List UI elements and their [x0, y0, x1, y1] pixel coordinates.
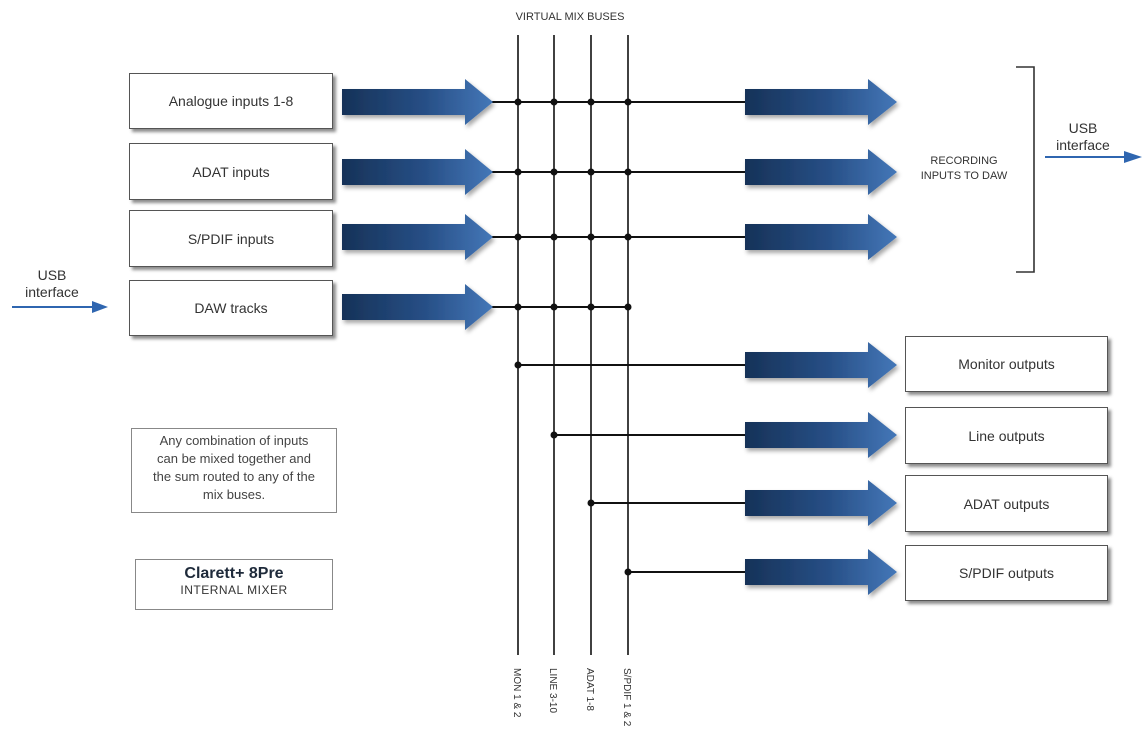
- note-line1: Any combination of inputs: [159, 433, 309, 448]
- junction-dot: [587, 168, 595, 176]
- junction-dot: [550, 233, 558, 241]
- recording-line1: RECORDING: [930, 155, 998, 167]
- recording-arrows: [745, 79, 897, 260]
- junction-dot: [550, 98, 558, 106]
- arrow-rec-1: [745, 79, 897, 125]
- output-box-spdif: S/PDIF outputs: [905, 545, 1108, 601]
- usb-out-line2: interface: [1056, 137, 1110, 153]
- junction-dot: [514, 303, 522, 311]
- junction-dot: [624, 168, 632, 176]
- input-box-spdif: S/PDIF inputs: [129, 210, 333, 267]
- usb-in-line1: USB: [37, 267, 67, 283]
- mixing-note: Any combination of inputs can be mixed t…: [131, 428, 337, 513]
- product-subtitle: INTERNAL MIXER: [180, 583, 288, 597]
- bus-label-adat: ADAT 1-8: [584, 668, 595, 711]
- arrow-adat-in: [342, 149, 493, 195]
- product-label: Clarett+ 8Pre INTERNAL MIXER: [135, 559, 333, 610]
- junction-dot: [624, 303, 632, 311]
- junction-dot: [514, 233, 522, 241]
- usb-in-label: USB interface: [12, 267, 92, 301]
- junction-dot: [587, 303, 595, 311]
- output-box-monitor: Monitor outputs: [905, 336, 1108, 392]
- input-arrows: [342, 79, 493, 330]
- junction-dot: [550, 168, 558, 176]
- usb-out-arrow: [1045, 151, 1142, 163]
- junction-dot: [587, 233, 595, 241]
- arrow-spdif-out: [745, 549, 897, 595]
- input-box-adat: ADAT inputs: [129, 143, 333, 200]
- bus-label-line: LINE 3-10: [547, 668, 558, 714]
- junction-dot: [550, 303, 558, 311]
- note-line2: can be mixed together and: [157, 451, 311, 466]
- bus-label-mon: MON 1 & 2: [511, 668, 522, 718]
- junction-dot: [624, 568, 632, 576]
- output-arrows: [745, 342, 897, 595]
- junction-dot: [550, 431, 558, 439]
- junction-dot: [624, 233, 632, 241]
- junction-dot: [514, 361, 522, 369]
- recording-label: RECORDING INPUTS TO DAW: [905, 154, 1023, 184]
- output-box-line: Line outputs: [905, 407, 1108, 464]
- input-box-analogue: Analogue inputs 1-8: [129, 73, 333, 129]
- arrow-rec-3: [745, 214, 897, 260]
- diagram-title: VIRTUAL MIX BUSES: [515, 11, 625, 23]
- note-line3: the sum routed to any of the: [153, 469, 315, 484]
- recording-bracket: [1016, 66, 1035, 273]
- input-box-daw: DAW tracks: [129, 280, 333, 336]
- junction-dot: [587, 98, 595, 106]
- product-name: Clarett+ 8Pre: [184, 565, 284, 582]
- junction-dot: [624, 98, 632, 106]
- output-box-adat: ADAT outputs: [905, 475, 1108, 532]
- junction-dots: [514, 98, 632, 576]
- arrow-adat-out: [745, 480, 897, 526]
- bus-label-spdif: S/PDIF 1 & 2: [621, 668, 632, 727]
- arrow-rec-2: [745, 149, 897, 195]
- arrow-monitor: [745, 342, 897, 388]
- arrow-spdif-in: [342, 214, 493, 260]
- usb-out-line1: USB: [1068, 120, 1098, 136]
- junction-dot: [587, 499, 595, 507]
- junction-dot: [514, 168, 522, 176]
- usb-in-line2: interface: [25, 284, 79, 300]
- arrow-daw: [342, 284, 493, 330]
- arrow-analogue: [342, 79, 493, 125]
- usb-out-label: USB interface: [1041, 120, 1125, 154]
- usb-in-arrow: [12, 301, 108, 313]
- junction-dot: [514, 98, 522, 106]
- arrow-line: [745, 412, 897, 458]
- note-line4: mix buses.: [202, 487, 266, 502]
- recording-line2: INPUTS TO DAW: [920, 170, 1008, 182]
